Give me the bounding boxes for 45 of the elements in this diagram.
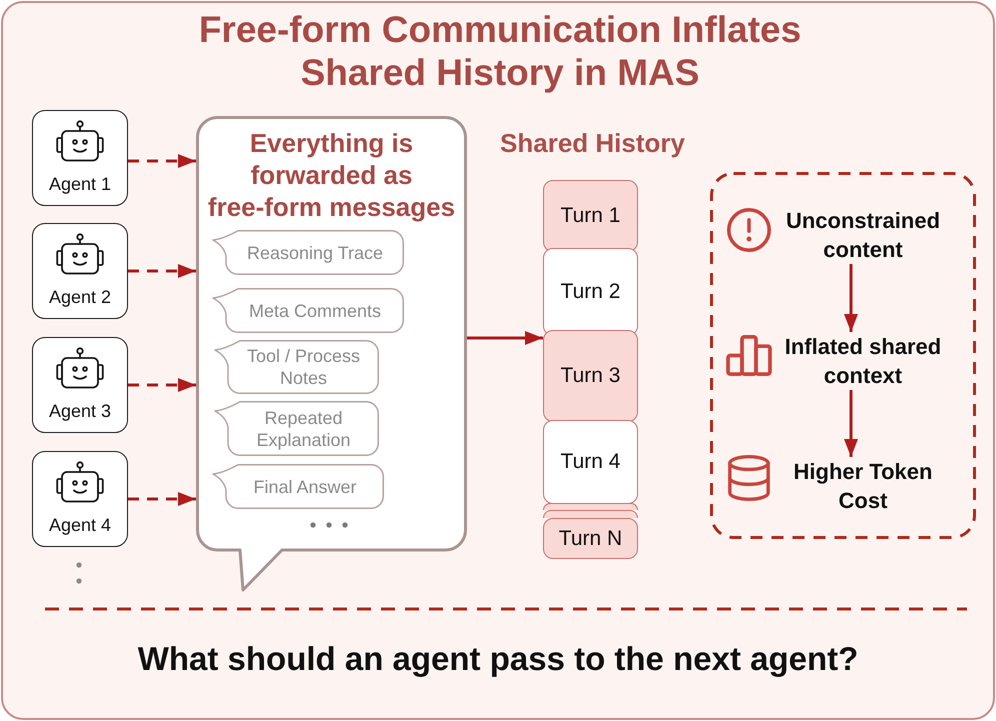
- step-label: Unconstrained content: [778, 206, 948, 264]
- turn-label: Turn N: [558, 526, 622, 552]
- agent-label: Agent 4: [48, 514, 112, 536]
- step-label: Inflated shared context: [778, 332, 948, 390]
- message-bubble: [214, 340, 379, 394]
- agent-label: Agent 1: [48, 173, 112, 195]
- dashed-arrow: [128, 378, 196, 392]
- message-label: Final Answer: [253, 476, 357, 498]
- turn-label: Turn 1: [560, 203, 620, 229]
- step-label: Higher Token Cost: [778, 457, 948, 515]
- message-bubble: [214, 401, 379, 456]
- agent-label: Agent 3: [48, 400, 112, 422]
- message-bubble: [212, 288, 404, 333]
- agent-card: [32, 337, 128, 433]
- question-text: What should an agent pass to the next agent?: [136, 639, 860, 679]
- turn-card: [543, 330, 638, 422]
- stacked-turn-card: [543, 510, 638, 518]
- message-label: Tool / Process Notes: [246, 345, 362, 389]
- dashed-arrow: [128, 264, 196, 278]
- turn-card: [543, 518, 638, 559]
- turn-card: [543, 420, 638, 504]
- arrow: [467, 331, 543, 345]
- agent-label: Agent 2: [48, 286, 112, 308]
- turn-card: [543, 180, 638, 252]
- message-label: Repeated Explanation: [255, 406, 352, 450]
- stacked-turn-card: [543, 503, 638, 510]
- message-bubble: [212, 230, 404, 275]
- arrow: [844, 390, 858, 457]
- message-bubble: [212, 464, 384, 509]
- arrow: [844, 264, 858, 332]
- dashed-group-box: [710, 172, 976, 539]
- dashed-arrow: [128, 154, 196, 168]
- message-label: Meta Comments: [248, 300, 382, 322]
- turn-label: Turn 3: [560, 363, 620, 389]
- agent-card: [32, 451, 128, 547]
- agent-card: [32, 110, 128, 206]
- turn-label: Turn 4: [560, 449, 620, 475]
- message-label: Reasoning Trace: [246, 242, 384, 264]
- dashed-arrow: [128, 492, 196, 506]
- speech-bubble: [196, 116, 467, 592]
- diagram-title: Free-form Communication Inflates Shared History in MAS: [198, 8, 802, 94]
- bubble-heading: Everything is forwarded as free-form messages: [206, 127, 456, 223]
- section-heading: Shared History: [499, 127, 686, 159]
- agent-card: [32, 223, 128, 319]
- turn-label: Turn 2: [560, 279, 620, 305]
